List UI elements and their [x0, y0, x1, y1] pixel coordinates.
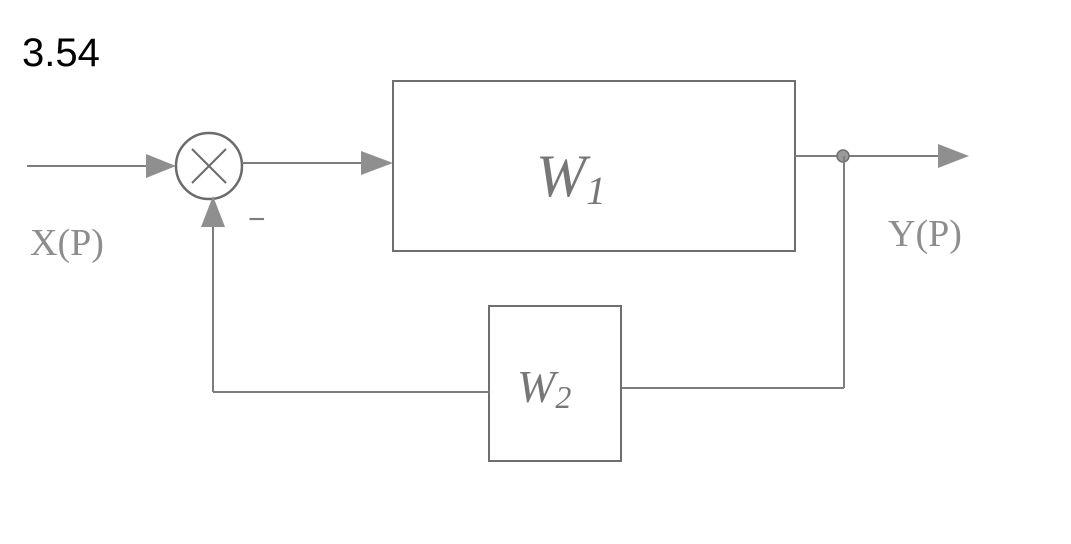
summing-junction [174, 131, 244, 201]
input-signal-label: X(P) [30, 222, 104, 264]
summing-junction-cross-b [191, 148, 227, 184]
feedback-block-label: W2 [517, 361, 571, 415]
feedback-sign: − [248, 203, 266, 236]
input-arrow [146, 154, 176, 178]
forward-block-w1 [392, 80, 796, 252]
forward-block-label: W1 [536, 143, 606, 213]
forward-arrow [361, 151, 393, 175]
output-arrow [938, 144, 969, 168]
feedback-block-name: W [517, 361, 559, 412]
feedback-block-w2 [488, 305, 622, 462]
feedback-arrow [201, 196, 225, 227]
output-signal-label: Y(P) [888, 213, 962, 255]
feedback-block-subscript: 2 [555, 379, 571, 415]
forward-block-name: W [536, 143, 591, 209]
forward-block-subscript: 1 [586, 168, 606, 213]
problem-number: 3.54 [22, 31, 100, 75]
